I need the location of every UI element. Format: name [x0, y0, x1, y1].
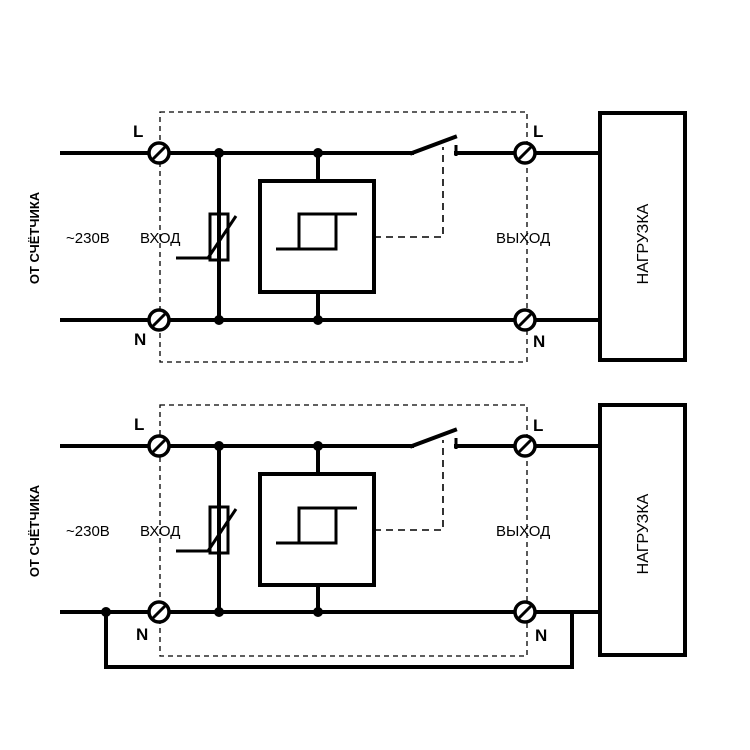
terminal-L-out [513, 141, 537, 165]
label-N-in: N [134, 330, 146, 349]
neutral-bypass-wire [104, 610, 602, 669]
varistor-symbol [176, 215, 238, 260]
relay-mechanical-link [374, 440, 444, 531]
junction-dot [313, 441, 323, 451]
relay-mechanical-link [374, 147, 444, 238]
terminal-N-out [513, 600, 537, 624]
label-L-out: L [533, 122, 543, 141]
terminal-L-out [513, 434, 537, 458]
hysteresis-symbol-b [299, 214, 338, 251]
junction-dot [214, 148, 224, 158]
label-L-in: L [134, 415, 144, 434]
hysteresis-symbol-a [276, 506, 357, 545]
junction-dot [101, 607, 111, 617]
junction-dot [214, 607, 224, 617]
diagram-top: L N L N ~230В ВХОД ВЫХОД ОТ СЧЁТЧИКА НАГ… [27, 111, 687, 363]
load-box [598, 111, 687, 362]
voltage-label: ~230В [66, 230, 110, 247]
relay-block [258, 472, 376, 587]
output-label: ВЫХОД [496, 230, 550, 247]
varistor-symbol [176, 508, 238, 553]
input-label: ВХОД [140, 230, 180, 247]
relay-contact [409, 427, 458, 449]
label-N-out: N [535, 626, 547, 645]
junction-dot [214, 441, 224, 451]
label-L-out: L [533, 416, 543, 435]
source-label: ОТ СЧЁТЧИКА [27, 484, 42, 577]
voltage-label: ~230В [66, 523, 110, 540]
junction-dot [313, 148, 323, 158]
terminal-N-out [513, 308, 537, 332]
relay-block [258, 179, 376, 294]
relay-contact [409, 134, 458, 156]
terminal-L-in [147, 141, 171, 165]
output-label: ВЫХОД [496, 523, 550, 540]
input-label: ВХОД [140, 523, 180, 540]
junction-dot [214, 315, 224, 325]
varistor-body [208, 212, 230, 262]
junction-dot [313, 315, 323, 325]
terminal-L-in [147, 434, 171, 458]
load-label: НАГРУЗКА [635, 203, 652, 284]
load-box [598, 403, 687, 657]
hysteresis-symbol-a [276, 212, 357, 251]
label-L-in: L [133, 122, 143, 141]
terminal-N-in [147, 600, 171, 624]
label-N-out: N [533, 332, 545, 351]
source-label: ОТ СЧЁТЧИКА [27, 191, 42, 284]
device-enclosure [159, 404, 528, 657]
hysteresis-symbol-b [299, 508, 338, 545]
diagram-bottom: L N L N ~230В ВХОД ВЫХОД ОТ СЧЁТЧИКА НАГ… [27, 403, 687, 669]
load-label: НАГРУЗКА [635, 493, 652, 574]
label-N-in: N [136, 625, 148, 644]
junction-dot [313, 607, 323, 617]
terminal-N-in [147, 308, 171, 332]
varistor-body [208, 505, 230, 555]
device-enclosure [159, 111, 528, 363]
